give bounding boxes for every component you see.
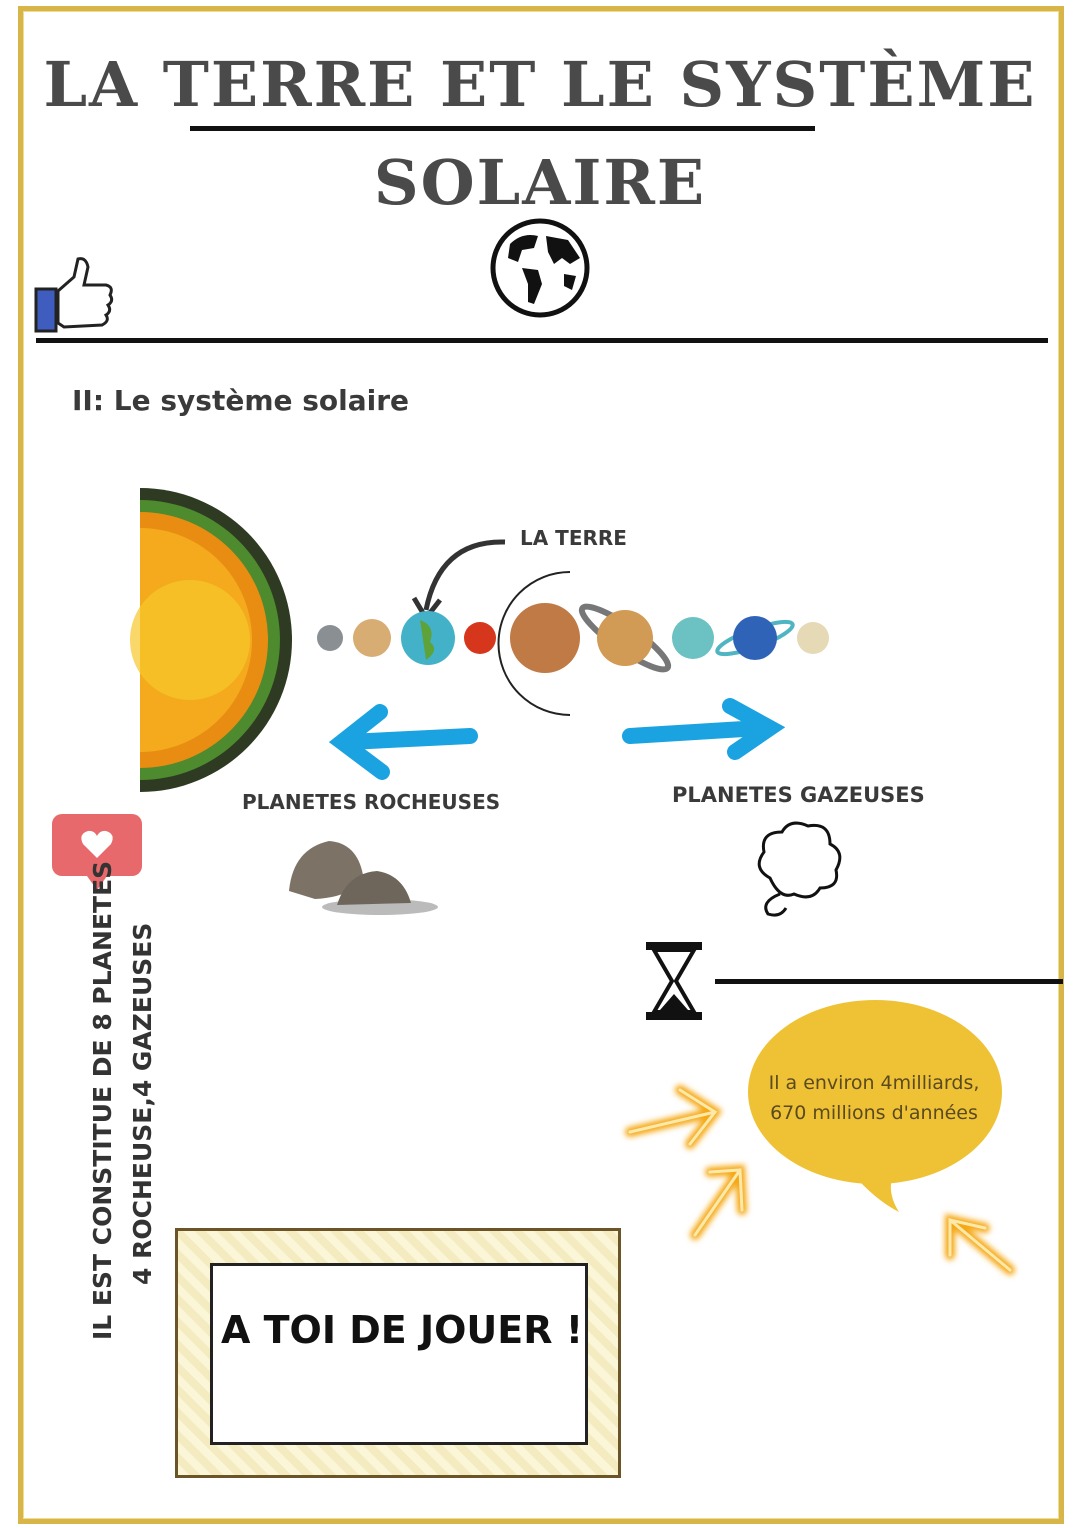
title-line-2: SOLAIRE	[373, 146, 707, 219]
activity-label: A TOI DE JOUER !	[221, 1308, 584, 1352]
sun	[130, 488, 292, 792]
planet-count-line-1: IL EST CONSTITUE DE 8 PLANETES	[88, 860, 117, 1340]
rocky-planets-label: PLANETES ROCHEUSES	[242, 790, 501, 814]
planet-jupiter	[510, 603, 580, 673]
arrow-glow-2	[693, 1168, 744, 1237]
thumbs-up-icon	[34, 257, 114, 333]
arrow-right-gas	[622, 698, 786, 760]
title-line-1: LA TERRE ET LE SYSTÈME	[43, 48, 1037, 121]
planet-venus	[353, 619, 391, 657]
age-text-line-1: Il a environ 4milliards,	[768, 1072, 980, 1094]
gas-planets-label: PLANETES GAZEUSES	[672, 783, 925, 807]
activity-box[interactable]: A TOI DE JOUER !	[210, 1263, 588, 1445]
globe-icon	[490, 218, 590, 318]
arrow-glow-1	[628, 1088, 718, 1146]
age-text: Il a environ 4milliards, 670 millions d'…	[752, 1068, 996, 1128]
orbit-arc	[497, 571, 571, 716]
planet-neptune	[733, 616, 777, 660]
hourglass-divider	[715, 979, 1063, 984]
heart-badge-icon	[52, 814, 142, 890]
activity-frame: A TOI DE JOUER !	[175, 1228, 621, 1478]
section-heading: II: Le système solaire	[72, 384, 410, 417]
planet-uranus	[672, 617, 714, 659]
arrow-glow-3	[948, 1218, 1012, 1272]
gold-frame	[18, 6, 1064, 1524]
gas-cloud-icon	[757, 821, 842, 917]
planet-mars	[464, 622, 496, 654]
planet-pluto	[797, 622, 829, 654]
earth-pointer-arrow	[423, 539, 506, 611]
age-text-line-2: 670 millions d'années	[770, 1102, 978, 1124]
planet-saturn	[597, 610, 653, 666]
earth-label: LA TERRE	[520, 526, 627, 550]
planet-count-line-2: 4 ROCHEUSE,4 GAZEUSES	[128, 922, 157, 1285]
hourglass-icon	[646, 942, 702, 1020]
solar-system-diagram	[130, 488, 829, 792]
glow-arrows	[625, 1085, 1015, 1275]
section-divider	[36, 338, 1048, 343]
age-speech-bubble	[748, 1000, 1002, 1212]
arrow-left-rocky	[328, 704, 478, 780]
rocks-icon	[289, 841, 438, 915]
title-underline	[190, 126, 815, 131]
planet-mercury	[317, 625, 343, 651]
